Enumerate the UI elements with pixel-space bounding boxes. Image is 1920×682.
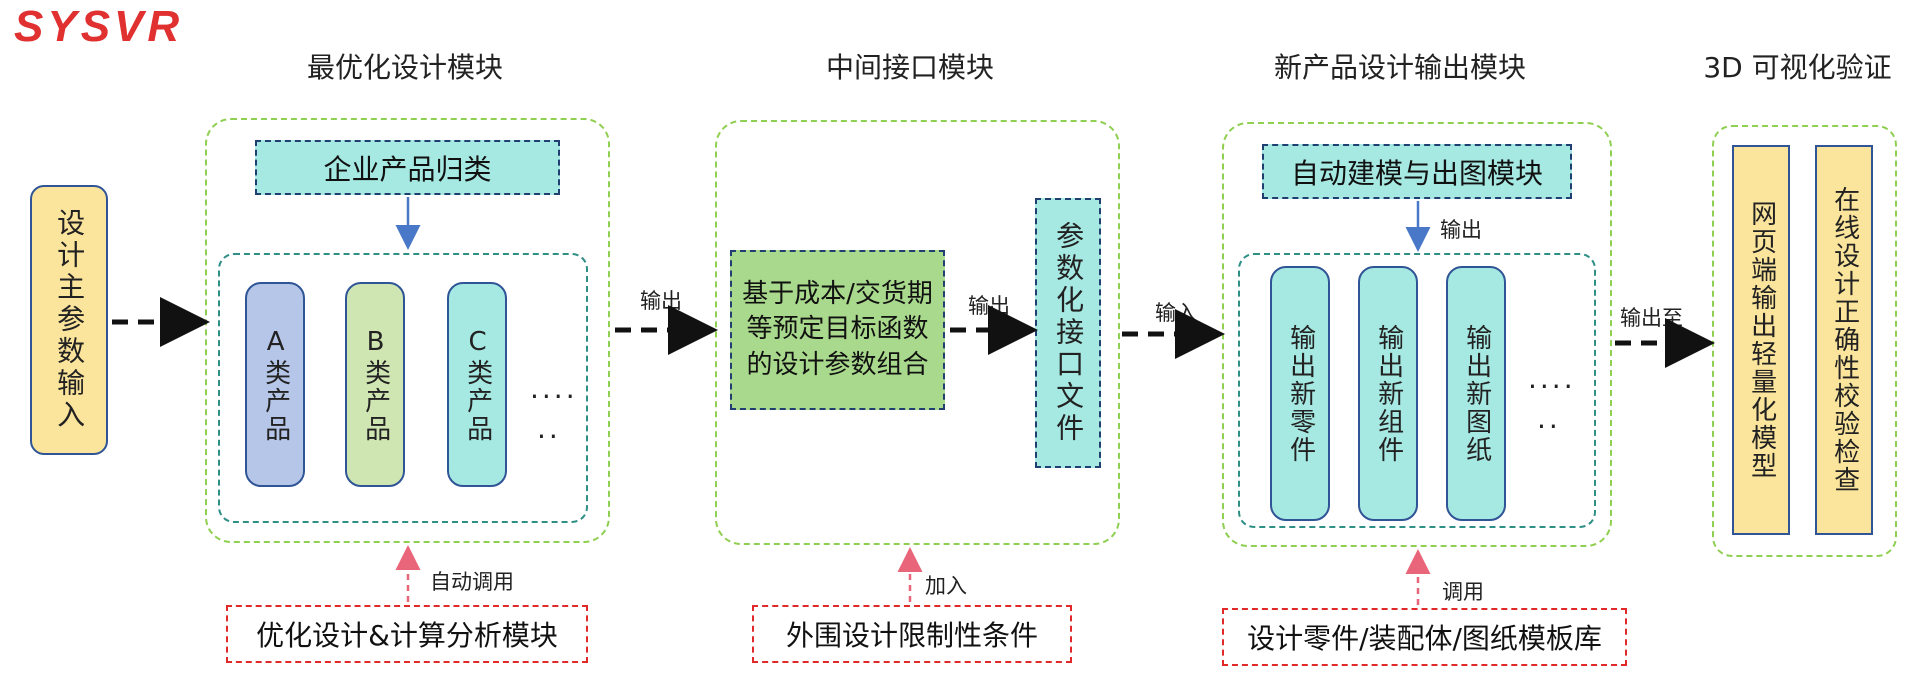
product-c-label: C类产品 [462,326,493,443]
optimization-calculation-box: 优化设计&计算分析模块 [226,605,588,663]
design-parameter-input-label: 设计主参数输入 [53,208,87,432]
title-optimization: 最优化设计模块 [306,51,503,84]
product-b-label: B类产品 [360,326,391,443]
design-parameter-input-box: 设计主参数输入 [30,185,108,455]
product-b-box: B类产品 [345,282,405,487]
more-outputs-dots-2: .. [1537,402,1561,435]
label-auto-call: 自动调用 [430,570,514,594]
parameter-combination-box: 基于成本/交货期等预定目标函数的设计参数组合 [730,250,945,410]
template-library-box: 设计零件/装配体/图纸模板库 [1222,608,1627,666]
product-classification-box: 企业产品归类 [255,140,560,195]
output-new-drawing-label: 输出新图纸 [1461,323,1492,464]
parameter-combination-label: 基于成本/交货期等预定目标函数的设计参数组合 [742,279,933,380]
more-products-dots: .... [530,372,578,405]
sysvr-logo: SYSVR [14,2,184,51]
label-call: 调用 [1442,580,1484,604]
product-a-label: A类产品 [260,326,291,443]
product-classification-label: 企业产品归类 [323,152,492,186]
web-lightweight-model-label: 网页端输出轻量化模型 [1746,200,1777,480]
parametric-interface-file-label: 参数化接口文件 [1052,221,1086,445]
output-new-part-box: 输出新零件 [1270,266,1330,521]
online-check-box: 在线设计正确性校验检查 [1815,145,1873,535]
design-constraints-label: 外围设计限制性条件 [785,619,1038,652]
product-c-box: C类产品 [447,282,507,487]
auto-modeling-box: 自动建模与出图模块 [1262,144,1572,199]
title-visualization: 3D 可视化验证 [1703,51,1892,84]
online-check-label: 在线设计正确性校验检查 [1829,186,1860,494]
optimization-calculation-label: 优化设计&计算分析模块 [256,619,558,652]
more-outputs-dots: .... [1528,362,1576,395]
product-category-frame [218,253,588,523]
template-library-label: 设计零件/装配体/图纸模板库 [1247,622,1602,655]
design-constraints-box: 外围设计限制性条件 [752,605,1072,663]
output-new-assembly-box: 输出新组件 [1358,266,1418,521]
more-products-dots-2: .. [537,412,561,445]
output-items-frame [1238,253,1596,528]
label-add: 加入 [925,574,967,598]
output-new-drawing-box: 输出新图纸 [1446,266,1506,521]
output-new-part-label: 输出新零件 [1285,323,1316,464]
label-output-3: 输出 [1440,218,1482,242]
output-new-assembly-label: 输出新组件 [1373,323,1404,464]
title-output: 新产品设计输出模块 [1273,51,1526,84]
web-lightweight-model-box: 网页端输出轻量化模型 [1732,145,1790,535]
title-interface: 中间接口模块 [825,51,994,84]
auto-modeling-label: 自动建模与出图模块 [1290,156,1543,190]
product-a-box: A类产品 [245,282,305,487]
